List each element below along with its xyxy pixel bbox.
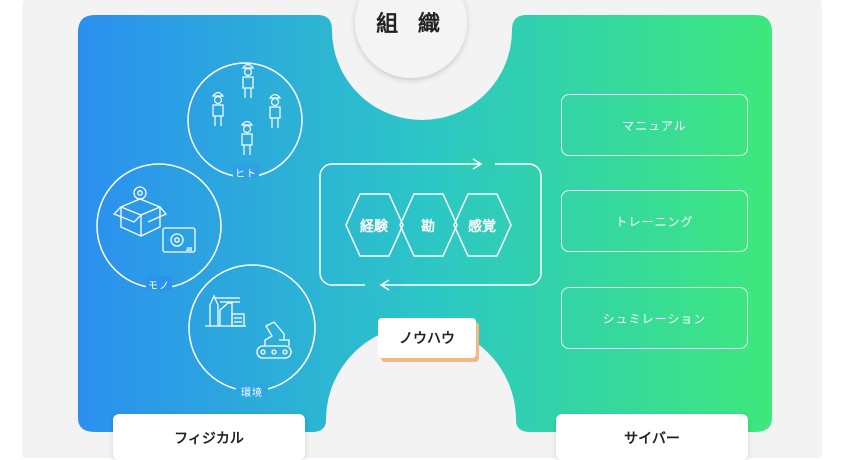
hexagon-kan [399, 193, 458, 257]
gradient-background [78, 15, 772, 432]
hito-label: ヒト [235, 169, 257, 180]
cycle-arrow-left-icon [379, 279, 390, 291]
gear-box-icon [112, 186, 168, 238]
cyber-item-simulation: シュミレーション [561, 287, 748, 349]
organization-title: 組 織 [376, 12, 446, 37]
knowhow-cycle-frame [319, 163, 542, 286]
physical-tab: フィジカル [113, 414, 305, 460]
hexagon-kan-label: 勘 [421, 219, 435, 235]
hito-label-bg [233, 164, 259, 178]
title-circle [355, 0, 467, 78]
hexagon-kankaku [453, 193, 512, 257]
robot-arm-icon [256, 321, 292, 359]
kankyo-label-bg [236, 383, 268, 397]
hexagon-kankaku-label: 感覚 [468, 219, 496, 235]
hexagon-keiken [345, 193, 404, 257]
mono-label: モノ [148, 281, 170, 292]
cyber-tab: サイバー [556, 414, 748, 460]
cyber-item-manual: マニュアル [561, 94, 748, 156]
factory-icon [205, 294, 246, 327]
cyber-item-training: トレーニング [561, 190, 748, 252]
people-icon [211, 63, 282, 155]
cycle-arrow-right-icon [472, 158, 483, 170]
mono-label-bg [146, 276, 172, 290]
kankyo-label: 環境 [241, 388, 263, 399]
hexagon-keiken-label: 経験 [360, 219, 388, 235]
machine-icon [162, 227, 196, 253]
knowhow-tab: ノウハウ [378, 318, 476, 358]
